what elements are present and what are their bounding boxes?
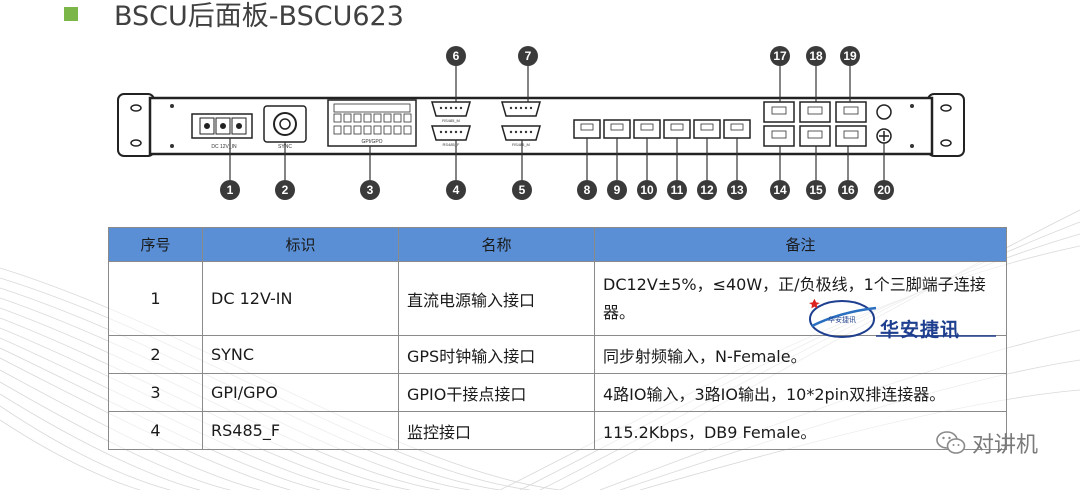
cell-id: RS485_F <box>202 411 399 450</box>
rear-panel-diagram: DC 12V_IN SYNC GPI/GPO RS485_M RS485_F R… <box>117 46 965 200</box>
cell-id: DC 12V-IN <box>202 261 399 336</box>
callout-9: 9 <box>614 183 621 197</box>
callout-2: 2 <box>282 183 289 197</box>
callout-4: 4 <box>453 183 460 197</box>
cell-note: 4路IO输入，3路IO输出，10*2pin双排连接器。 <box>594 373 1007 412</box>
callout-16: 16 <box>841 183 855 197</box>
cell-id: GPI/GPO <box>202 373 399 412</box>
watermark-text: 对讲机 <box>972 433 1039 458</box>
svg-text:GPI/GPO: GPI/GPO <box>361 139 382 145</box>
logo-text: 华安捷讯 <box>880 319 961 341</box>
callout-7: 7 <box>525 49 532 63</box>
company-logo: 华安捷讯 <box>809 298 996 338</box>
callout-10: 10 <box>640 183 654 197</box>
interface-spec-table: 序号 标识 名称 备注 1 DC 12V-IN 直流电源输入接口 DC12V±5… <box>108 227 1007 450</box>
callout-20: 20 <box>877 183 891 197</box>
table-row: 1 DC 12V-IN 直流电源输入接口 DC12V±5%，≤40W，正/负极线… <box>108 261 1007 336</box>
watermark: 对讲机 <box>936 428 1038 458</box>
cell-name: 直流电源输入接口 <box>398 261 595 336</box>
header-name: 名称 <box>398 227 595 262</box>
table-row: 4 RS485_F 监控接口 115.2Kbps，DB9 Female。 <box>108 411 1007 450</box>
callout-19: 19 <box>843 49 857 63</box>
cell-no: 2 <box>108 335 203 374</box>
cell-id: SYNC <box>202 335 399 374</box>
table-row: 2 SYNC GPS时钟输入接口 同步射频输入，N-Female。 <box>108 335 1007 374</box>
cell-no: 3 <box>108 373 203 412</box>
cell-no: 1 <box>108 261 203 336</box>
svg-text:华安捷讯: 华安捷讯 <box>828 315 856 324</box>
callout-5: 5 <box>519 183 526 197</box>
header-id: 标识 <box>202 227 399 262</box>
cell-no: 4 <box>108 411 203 450</box>
cell-note: DC12V±5%，≤40W，正/负极线，1个三脚端子连接器。 <box>594 261 1007 336</box>
callout-17: 17 <box>773 49 787 63</box>
callout-12: 12 <box>700 183 714 197</box>
cell-name: 监控接口 <box>398 411 595 450</box>
wechat-icon <box>936 431 966 454</box>
callout-15: 15 <box>809 183 823 197</box>
svg-text:DC 12V_IN: DC 12V_IN <box>211 144 237 150</box>
callout-1: 1 <box>227 183 234 197</box>
cell-name: GPS时钟输入接口 <box>398 335 595 374</box>
svg-text:RS485_F: RS485_F <box>443 142 460 147</box>
callout-13: 13 <box>730 183 744 197</box>
title-bullet <box>64 7 78 21</box>
table-row: 3 GPI/GPO GPIO干接点接口 4路IO输入，3路IO输出，10*2pi… <box>108 373 1007 412</box>
svg-text:RS485_M: RS485_M <box>442 118 460 123</box>
header-no: 序号 <box>108 227 203 262</box>
callout-8: 8 <box>584 183 591 197</box>
callout-11: 11 <box>671 183 684 197</box>
table-header-row: 序号 标识 名称 备注 <box>108 227 1007 262</box>
callout-6: 6 <box>453 49 460 63</box>
cell-note: 同步射频输入，N-Female。 <box>594 335 1007 374</box>
page-title: BSCU后面板-BSCU623 <box>114 1 404 32</box>
svg-text:RS485_M: RS485_M <box>512 142 530 147</box>
callout-14: 14 <box>773 183 787 197</box>
callout-18: 18 <box>809 49 823 63</box>
cell-name: GPIO干接点接口 <box>398 373 595 412</box>
callout-3: 3 <box>367 183 374 197</box>
header-note: 备注 <box>594 227 1007 262</box>
